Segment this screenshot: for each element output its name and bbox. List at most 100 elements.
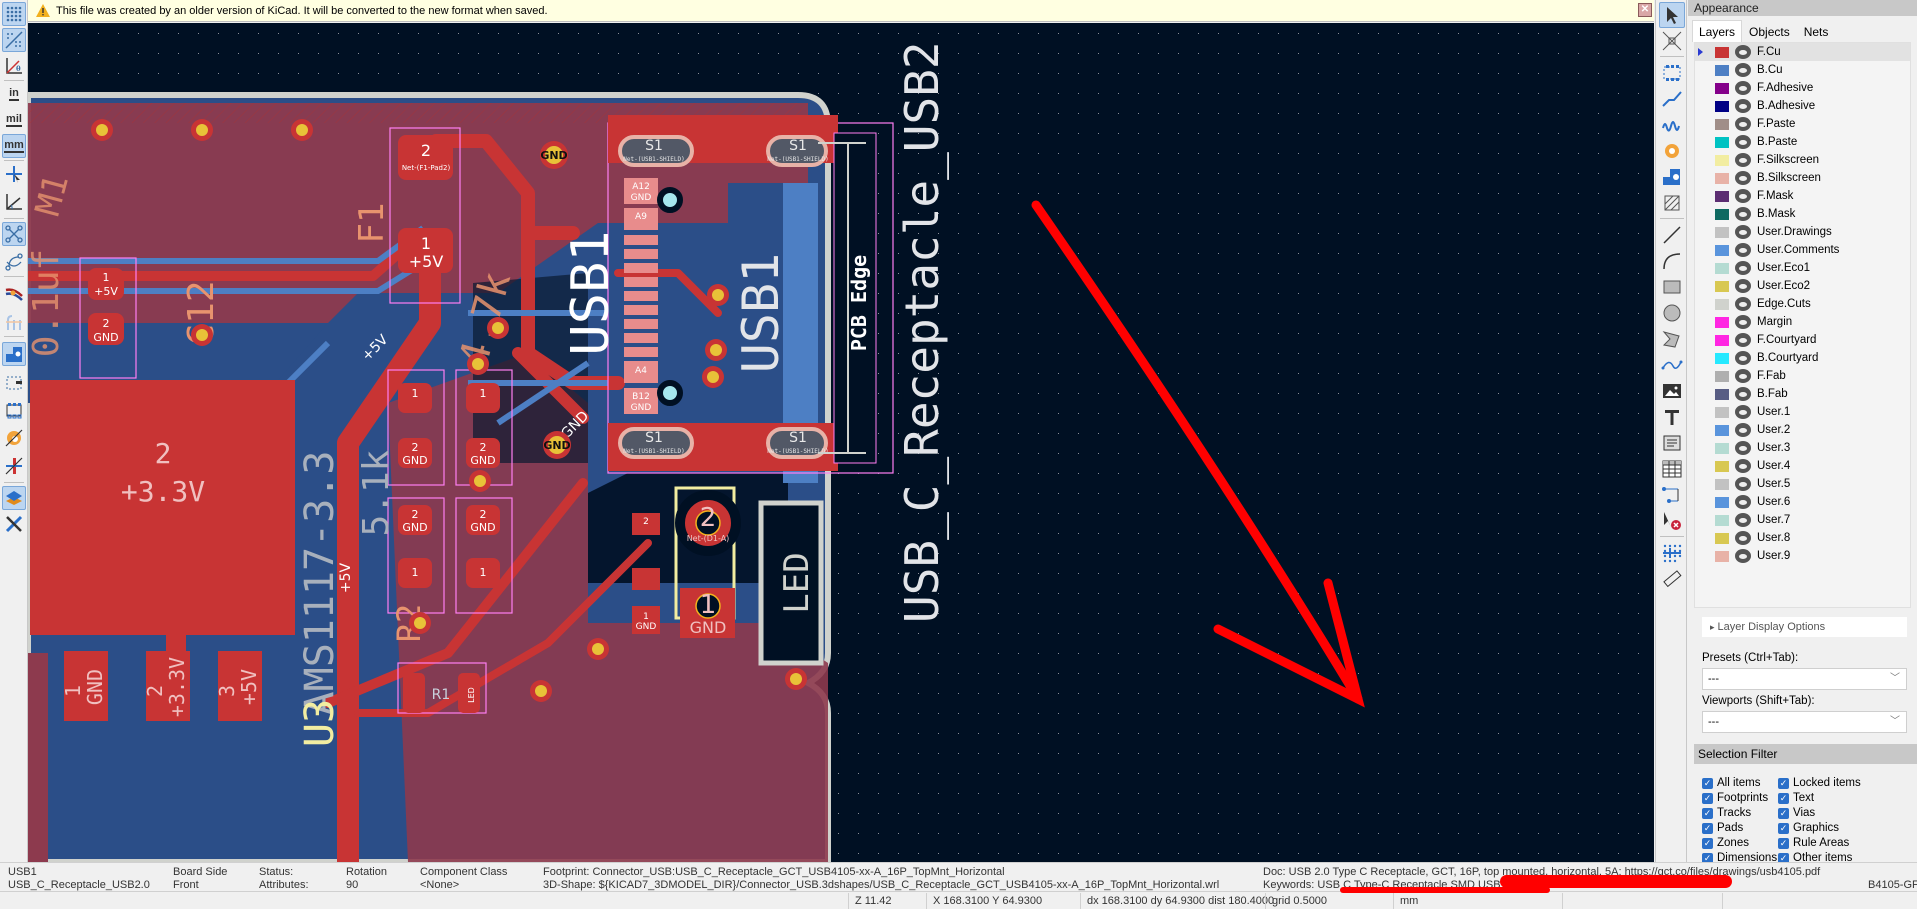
add-footprint-icon[interactable] xyxy=(1659,60,1685,86)
layer-row-user-8[interactable]: User.8 xyxy=(1695,529,1910,547)
route-track-icon[interactable] xyxy=(1659,86,1685,112)
visibility-eye-icon[interactable] xyxy=(1735,531,1751,545)
layer-color-swatch[interactable] xyxy=(1715,496,1729,508)
presets-dropdown[interactable]: ---﹀ xyxy=(1702,668,1907,690)
close-icon[interactable]: ✕ xyxy=(1638,3,1652,17)
layer-row-user-9[interactable]: User.9 xyxy=(1695,547,1910,565)
text-icon[interactable] xyxy=(1659,404,1685,430)
net-color-icon[interactable] xyxy=(2,282,26,306)
visibility-eye-icon[interactable] xyxy=(1735,387,1751,401)
layer-color-swatch[interactable] xyxy=(1715,64,1729,76)
layer-row-b-adhesive[interactable]: B.Adhesive xyxy=(1695,97,1910,115)
layer-row-b-fab[interactable]: B.Fab xyxy=(1695,385,1910,403)
visibility-eye-icon[interactable] xyxy=(1735,315,1751,329)
visibility-eye-icon[interactable] xyxy=(1735,441,1751,455)
visibility-eye-icon[interactable] xyxy=(1735,63,1751,77)
layer-row-user-comments[interactable]: User.Comments xyxy=(1695,241,1910,259)
visibility-eye-icon[interactable] xyxy=(1735,261,1751,275)
layer-color-swatch[interactable] xyxy=(1715,154,1729,166)
layer-color-swatch[interactable] xyxy=(1715,352,1729,364)
visibility-eye-icon[interactable] xyxy=(1735,153,1751,167)
units-inches-button[interactable]: in xyxy=(2,82,26,106)
layer-row-b-mask[interactable]: B.Mask xyxy=(1695,205,1910,223)
cursor-crosshair-icon[interactable] xyxy=(2,162,26,186)
layer-row-f-mask[interactable]: F.Mask xyxy=(1695,187,1910,205)
layer-row-user-1[interactable]: User.1 xyxy=(1695,403,1910,421)
ratsnest-icon[interactable] xyxy=(2,222,26,246)
pad-icon[interactable] xyxy=(2,342,26,366)
layer-color-swatch[interactable] xyxy=(1715,514,1729,526)
visibility-eye-icon[interactable] xyxy=(1735,495,1751,509)
visibility-eye-icon[interactable] xyxy=(1735,171,1751,185)
layer-color-swatch[interactable] xyxy=(1715,172,1729,184)
visibility-eye-icon[interactable] xyxy=(1735,297,1751,311)
footprint-icon[interactable] xyxy=(2,398,26,422)
viewports-dropdown[interactable]: ---﹀ xyxy=(1702,711,1907,733)
filter-pads-checkbox[interactable]: ✓Pads xyxy=(1702,822,1743,834)
line-icon[interactable] xyxy=(1659,222,1685,248)
units-mm-button[interactable]: mm xyxy=(2,134,26,158)
filter-graphics-checkbox[interactable]: ✓Graphics xyxy=(1778,822,1839,834)
local-ratsnest-icon[interactable] xyxy=(1659,28,1685,54)
layer-color-swatch[interactable] xyxy=(1715,478,1729,490)
layer-row-user-5[interactable]: User.5 xyxy=(1695,475,1910,493)
circle-icon[interactable] xyxy=(1659,300,1685,326)
layer-row-f-silkscreen[interactable]: F.Silkscreen xyxy=(1695,151,1910,169)
layer-color-swatch[interactable] xyxy=(1715,280,1729,292)
track-sketch-icon[interactable] xyxy=(2,454,26,478)
layer-color-swatch[interactable] xyxy=(1715,100,1729,112)
layer-row-user-2[interactable]: User.2 xyxy=(1695,421,1910,439)
via-icon[interactable] xyxy=(1659,138,1685,164)
filter-other-items-checkbox[interactable]: ✓Other items xyxy=(1778,852,1852,864)
tune-length-icon[interactable] xyxy=(1659,112,1685,138)
zone-icon[interactable] xyxy=(1659,164,1685,190)
bezier-icon[interactable] xyxy=(1659,352,1685,378)
visibility-eye-icon[interactable] xyxy=(1735,513,1751,527)
filter-zones-checkbox[interactable]: ✓Zones xyxy=(1702,837,1749,849)
table-icon[interactable] xyxy=(1659,456,1685,482)
layer-row-b-silkscreen[interactable]: B.Silkscreen xyxy=(1695,169,1910,187)
layer-row-f-cu[interactable]: F.Cu xyxy=(1695,43,1910,61)
tools-icon[interactable] xyxy=(2,512,26,536)
layer-color-swatch[interactable] xyxy=(1715,424,1729,436)
layer-color-swatch[interactable] xyxy=(1715,136,1729,148)
visibility-eye-icon[interactable] xyxy=(1735,243,1751,257)
filter-all-items-checkbox[interactable]: ✓All items xyxy=(1702,777,1760,789)
layer-color-swatch[interactable] xyxy=(1715,118,1729,130)
layer-color-swatch[interactable] xyxy=(1715,298,1729,310)
delete-cursor-icon[interactable] xyxy=(1659,508,1685,534)
filter-footprints-checkbox[interactable]: ✓Footprints xyxy=(1702,792,1768,804)
layer-color-swatch[interactable] xyxy=(1715,406,1729,418)
layer-color-swatch[interactable] xyxy=(1715,550,1729,562)
filter-vias-checkbox[interactable]: ✓Vias xyxy=(1778,807,1815,819)
layer-color-swatch[interactable] xyxy=(1715,388,1729,400)
layer-row-edge-cuts[interactable]: Edge.Cuts xyxy=(1695,295,1910,313)
visibility-eye-icon[interactable] xyxy=(1735,99,1751,113)
layer-row-b-paste[interactable]: B.Paste xyxy=(1695,133,1910,151)
arc-icon[interactable] xyxy=(1659,248,1685,274)
visibility-eye-icon[interactable] xyxy=(1735,117,1751,131)
visibility-eye-icon[interactable] xyxy=(1735,477,1751,491)
layer-row-f-paste[interactable]: F.Paste xyxy=(1695,115,1910,133)
layer-row-user-eco1[interactable]: User.Eco1 xyxy=(1695,259,1910,277)
tab-objects[interactable]: Objects xyxy=(1749,25,1790,39)
layer-color-swatch[interactable] xyxy=(1715,532,1729,544)
via-sketch-icon[interactable] xyxy=(2,426,26,450)
layer-color-swatch[interactable] xyxy=(1715,460,1729,472)
layer-color-swatch[interactable] xyxy=(1715,190,1729,202)
layer-color-swatch[interactable] xyxy=(1715,244,1729,256)
filter-rule-areas-checkbox[interactable]: ✓Rule Areas xyxy=(1778,837,1849,849)
layer-color-swatch[interactable] xyxy=(1715,226,1729,238)
layer-display-options-toggle[interactable]: Layer Display Options xyxy=(1702,617,1907,637)
high-contrast-icon[interactable] xyxy=(2,310,26,334)
visibility-eye-icon[interactable] xyxy=(1735,207,1751,221)
visibility-eye-icon[interactable] xyxy=(1735,549,1751,563)
filter-tracks-checkbox[interactable]: ✓Tracks xyxy=(1702,807,1751,819)
visibility-eye-icon[interactable] xyxy=(1735,279,1751,293)
layer-color-swatch[interactable] xyxy=(1715,46,1729,58)
footprint-outline-icon[interactable] xyxy=(2,370,26,394)
grid-origin-icon[interactable] xyxy=(1659,540,1685,566)
tab-layers[interactable]: Layers xyxy=(1692,20,1743,42)
visibility-eye-icon[interactable] xyxy=(1735,189,1751,203)
polygon-icon[interactable] xyxy=(1659,326,1685,352)
